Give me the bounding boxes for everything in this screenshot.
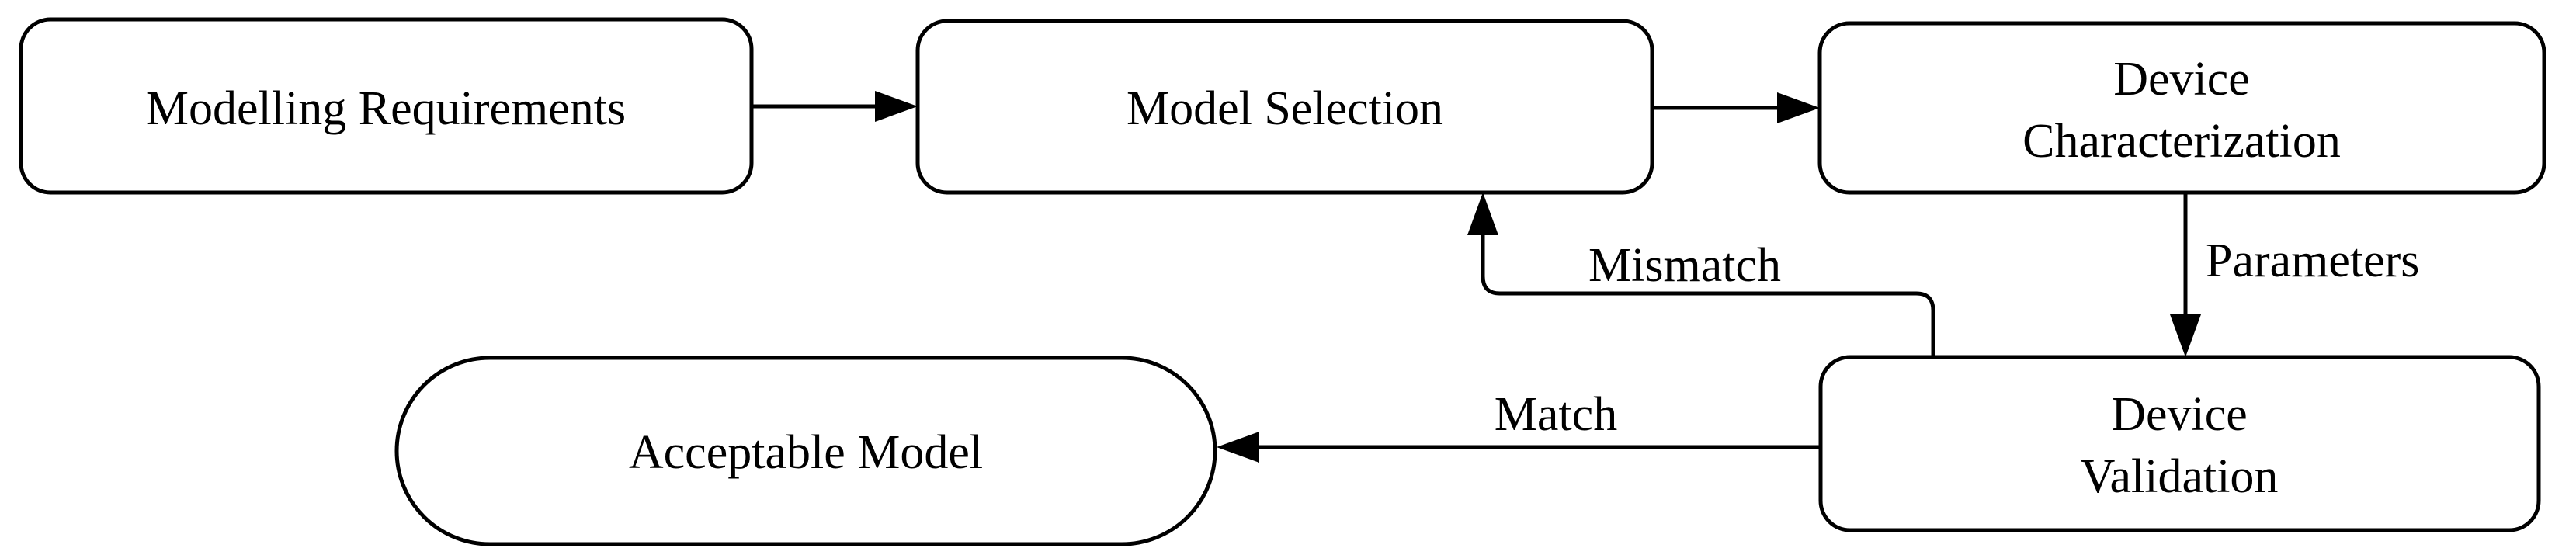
edge-label-parameters: Parameters bbox=[2206, 234, 2419, 287]
modelling-requirements-box bbox=[19, 17, 754, 195]
node-device-validation: Device Validation bbox=[1818, 355, 2541, 532]
modelling-requirements-label: Modelling Requirements bbox=[146, 82, 626, 135]
edge-line bbox=[1481, 234, 1935, 357]
device-validation-box bbox=[1818, 355, 2541, 532]
device-characterization-label-line1: Device bbox=[2113, 53, 2250, 106]
edge-modelling-requirements-to-model-selection bbox=[752, 91, 918, 122]
device-validation-label-line1: Device bbox=[2111, 388, 2248, 441]
acceptable-model-label: Acceptable Model bbox=[629, 426, 983, 479]
arrowhead-up-icon bbox=[1467, 193, 1498, 235]
model-selection-box bbox=[915, 19, 1654, 195]
edge-model-selection-to-device-characterization bbox=[1652, 92, 1820, 123]
edge-label-match: Match bbox=[1495, 388, 1617, 441]
device-characterization-label-line2: Characterization bbox=[2022, 115, 2341, 168]
node-model-selection: Model Selection bbox=[915, 19, 1654, 195]
edge-parameters: Parameters bbox=[2170, 193, 2419, 357]
node-acceptable-model: Acceptable Model bbox=[394, 356, 1217, 546]
node-device-characterization: Device Characterization bbox=[1817, 21, 2546, 195]
edge-label-mismatch: Mismatch bbox=[1588, 239, 1781, 292]
arrowhead-right-icon bbox=[1777, 92, 1820, 123]
arrowhead-right-icon bbox=[875, 91, 918, 122]
edge-match: Match bbox=[1217, 388, 1821, 463]
model-selection-label: Model Selection bbox=[1127, 82, 1443, 135]
device-validation-label-line2: Validation bbox=[2081, 450, 2279, 503]
acceptable-model-pill bbox=[394, 356, 1217, 546]
edge-mismatch: Mismatch bbox=[1467, 193, 1935, 357]
device-characterization-box bbox=[1817, 21, 2546, 195]
node-modelling-requirements: Modelling Requirements bbox=[19, 17, 754, 195]
arrowhead-down-icon bbox=[2170, 314, 2201, 357]
arrowhead-left-icon bbox=[1217, 432, 1259, 463]
